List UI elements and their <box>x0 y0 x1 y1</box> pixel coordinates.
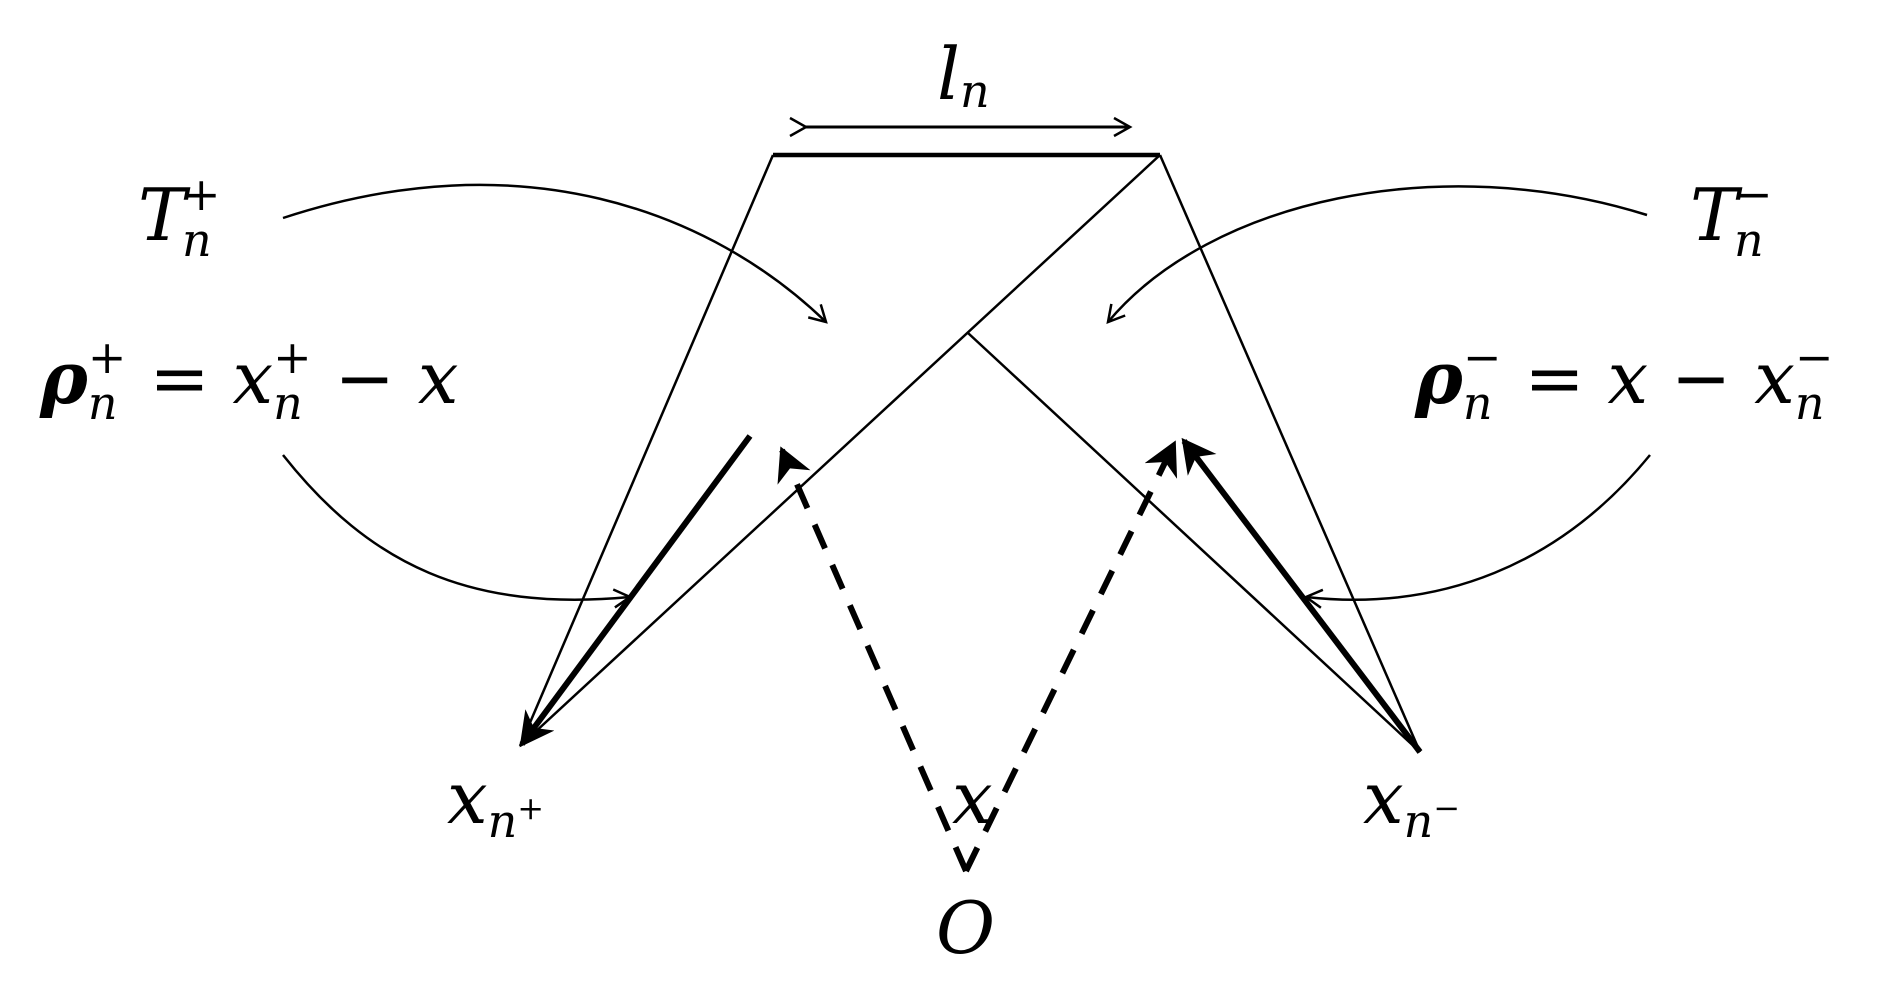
curve-arrow-T-minus <box>1106 185 1648 324</box>
rho-plus-vector <box>519 434 753 748</box>
label-rho-n-minus: ρ−n = x − x−n <box>1415 330 1834 430</box>
label-x-n-plus: xn+ <box>447 756 545 848</box>
dashed-vector-right <box>963 440 1178 873</box>
curve-arrow-T-plus <box>282 183 828 324</box>
left-outer-edge <box>518 154 775 747</box>
right-outer-edge <box>1158 154 1422 753</box>
label-rho-n-plus: ρ+n = x+n − x <box>40 330 459 430</box>
label-T-n-minus: T−n <box>1690 167 1773 267</box>
rho-minus-vector <box>1181 437 1423 754</box>
label-origin-O: O <box>936 886 996 970</box>
label-T-n-plus: T+n <box>138 167 221 267</box>
label-x-n-minus: xn− <box>1363 756 1461 848</box>
right-inner-edge <box>967 332 1421 753</box>
dashed-vector-left <box>777 446 969 873</box>
curve-arrow-rho-minus <box>1303 454 1651 609</box>
label-x: x <box>952 756 993 840</box>
curve-arrow-rho-plus <box>282 454 633 609</box>
label-l-n: n ln <box>937 32 990 118</box>
left-inner-edge <box>519 154 1161 747</box>
